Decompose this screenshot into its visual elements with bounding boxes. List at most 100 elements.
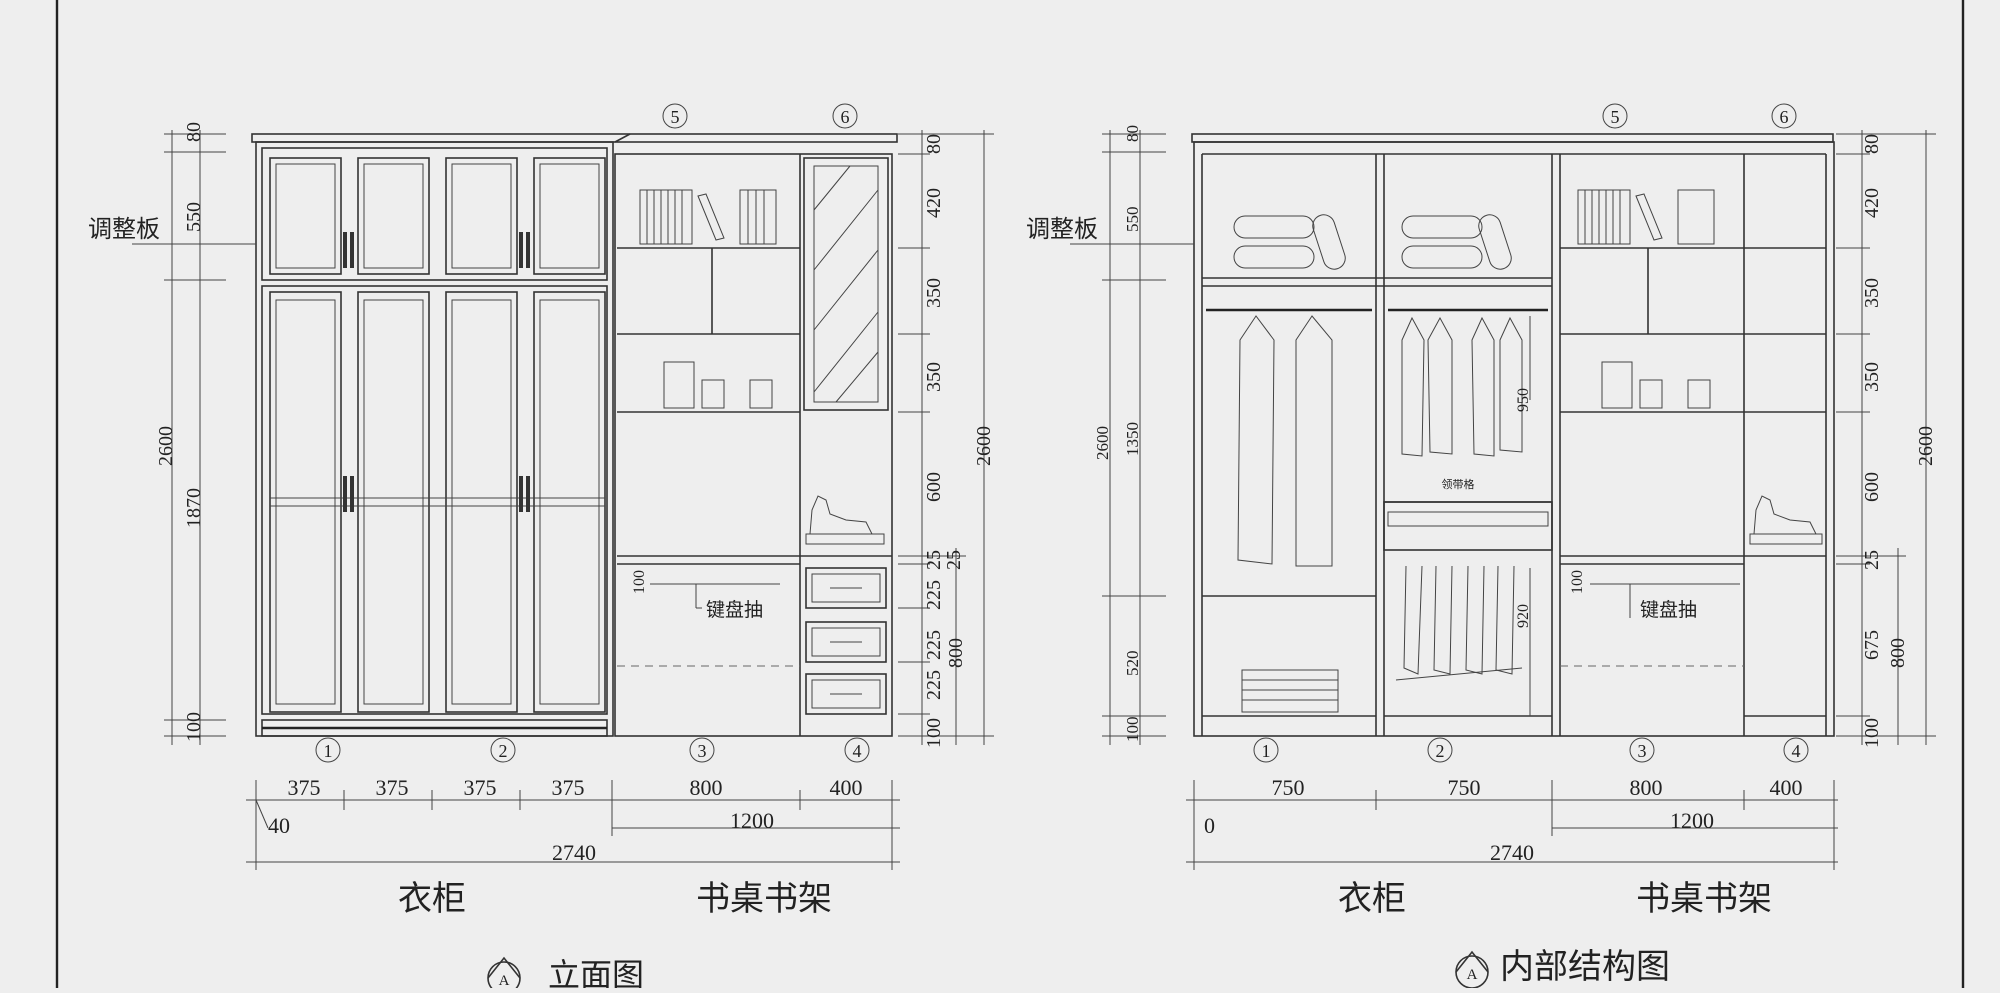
- svg-text:A: A: [499, 973, 510, 988]
- svg-text:40: 40: [268, 813, 290, 838]
- svg-text:2740: 2740: [552, 840, 596, 865]
- svg-text:2740: 2740: [1490, 840, 1534, 865]
- svg-text:80: 80: [923, 134, 945, 154]
- bottom-dimensions: [246, 780, 900, 870]
- svg-text:750: 750: [1448, 775, 1481, 800]
- lower-doors: [269, 291, 606, 713]
- tie-rack-label: 领带格: [1442, 477, 1475, 491]
- svg-text:350: 350: [1861, 362, 1883, 392]
- elevation-drawer-label: 键盘抽: [706, 599, 763, 621]
- svg-text:225: 225: [923, 630, 945, 660]
- door-handles: [343, 232, 530, 512]
- svg-text:2: 2: [1436, 741, 1445, 761]
- svg-text:6: 6: [1780, 107, 1789, 127]
- internal-left-dimensions: [1070, 130, 1531, 745]
- svg-text:1200: 1200: [730, 808, 774, 833]
- hanging-shirts-icon: [1401, 316, 1523, 457]
- internal-bottom-circles: 1 2 3 4: [1253, 737, 1809, 763]
- internal-wardrobe-label: 衣柜: [1338, 879, 1406, 919]
- svg-text:375: 375: [288, 775, 321, 800]
- svg-text:2600: 2600: [973, 426, 995, 466]
- section-marker-icon-2: A: [1455, 950, 1489, 989]
- storage-bags-icon: [1233, 214, 1512, 270]
- horse-ornament-icon-2: [1749, 495, 1823, 545]
- svg-text:350: 350: [923, 362, 945, 392]
- svg-text:100: 100: [631, 570, 648, 594]
- elevation-desk-label: 书桌书架: [696, 879, 832, 919]
- drawers: [805, 567, 887, 715]
- internal-structure-view: [1070, 130, 1936, 870]
- books-icon-2: [1577, 189, 1715, 245]
- svg-text:100: 100: [1861, 718, 1883, 748]
- svg-text:675: 675: [1861, 630, 1883, 660]
- svg-text:800: 800: [1630, 775, 1663, 800]
- tie-drawer: [1383, 501, 1553, 551]
- left-dimensions: [132, 130, 256, 745]
- svg-text:100: 100: [1569, 570, 1586, 594]
- svg-text:4: 4: [1792, 741, 1801, 761]
- svg-text:800: 800: [690, 775, 723, 800]
- internal-desk-label: 书桌书架: [1636, 879, 1772, 919]
- svg-text:1870: 1870: [183, 488, 205, 528]
- svg-text:100: 100: [1123, 717, 1142, 743]
- svg-text:6: 6: [841, 107, 850, 127]
- internal-side-label: 调整板: [1026, 215, 1098, 243]
- internal-bottom-dimensions: [1186, 780, 1838, 870]
- elevation-view: [132, 130, 994, 870]
- svg-text:375: 375: [376, 775, 409, 800]
- glass-door: [803, 157, 889, 411]
- svg-text:350: 350: [923, 278, 945, 308]
- top-cornice: [251, 133, 898, 143]
- right-dimensions: [898, 130, 994, 745]
- svg-text:600: 600: [923, 472, 945, 502]
- elevation-side-label: 调整板: [88, 215, 160, 243]
- svg-text:950: 950: [1515, 388, 1532, 412]
- svg-text:25: 25: [943, 550, 965, 570]
- internal-right-dimensions: [1836, 130, 1936, 745]
- svg-text:80: 80: [1123, 125, 1142, 142]
- shelves: [617, 154, 892, 736]
- svg-text:0: 0: [1204, 813, 1215, 838]
- books-icon: [639, 189, 777, 245]
- svg-text:3: 3: [698, 741, 707, 761]
- svg-text:2: 2: [499, 741, 508, 761]
- svg-text:750: 750: [1272, 775, 1305, 800]
- svg-text:920: 920: [1515, 604, 1532, 628]
- internal-drawer-label: 键盘抽: [1640, 599, 1697, 621]
- internal-top-circles: 5 6: [1602, 103, 1797, 129]
- svg-text:400: 400: [830, 775, 863, 800]
- svg-text:100: 100: [923, 718, 945, 748]
- wardrobe-lower-frame: [261, 285, 608, 715]
- svg-text:2600: 2600: [155, 426, 177, 466]
- svg-text:800: 800: [945, 638, 967, 668]
- svg-text:550: 550: [1123, 207, 1142, 233]
- svg-text:4: 4: [853, 741, 862, 761]
- elev-dim-top: 80: [183, 122, 205, 142]
- svg-text:800: 800: [1887, 638, 1909, 668]
- svg-text:1350: 1350: [1123, 422, 1142, 456]
- elevation-wardrobe-label: 衣柜: [398, 879, 466, 919]
- folded-clothes-icon: [1241, 669, 1339, 713]
- internal-title: 内部结构图: [1500, 947, 1670, 987]
- svg-text:1200: 1200: [1670, 808, 1714, 833]
- hanging-pants-icon: [1395, 565, 1523, 681]
- svg-text:375: 375: [464, 775, 497, 800]
- horse-ornament-icon: [805, 495, 885, 545]
- photo-frames-icon-2: [1601, 361, 1711, 409]
- internal-body: [1193, 141, 1835, 737]
- svg-text:25: 25: [923, 550, 945, 570]
- svg-text:350: 350: [1861, 278, 1883, 308]
- upper-doors: [269, 157, 606, 275]
- wardrobe-upper-frame: [261, 147, 608, 281]
- section-marker-icon: A: [487, 956, 521, 993]
- svg-text:420: 420: [1861, 188, 1883, 218]
- hanging-coats-icon: [1237, 315, 1333, 567]
- bookshelf-body: [614, 153, 893, 737]
- internal-top-cornice: [1191, 133, 1834, 143]
- svg-text:225: 225: [923, 580, 945, 610]
- elevation-bottom-circles: 1 2 3 4: [315, 737, 870, 763]
- svg-text:A: A: [1467, 967, 1478, 983]
- svg-text:550: 550: [183, 202, 205, 232]
